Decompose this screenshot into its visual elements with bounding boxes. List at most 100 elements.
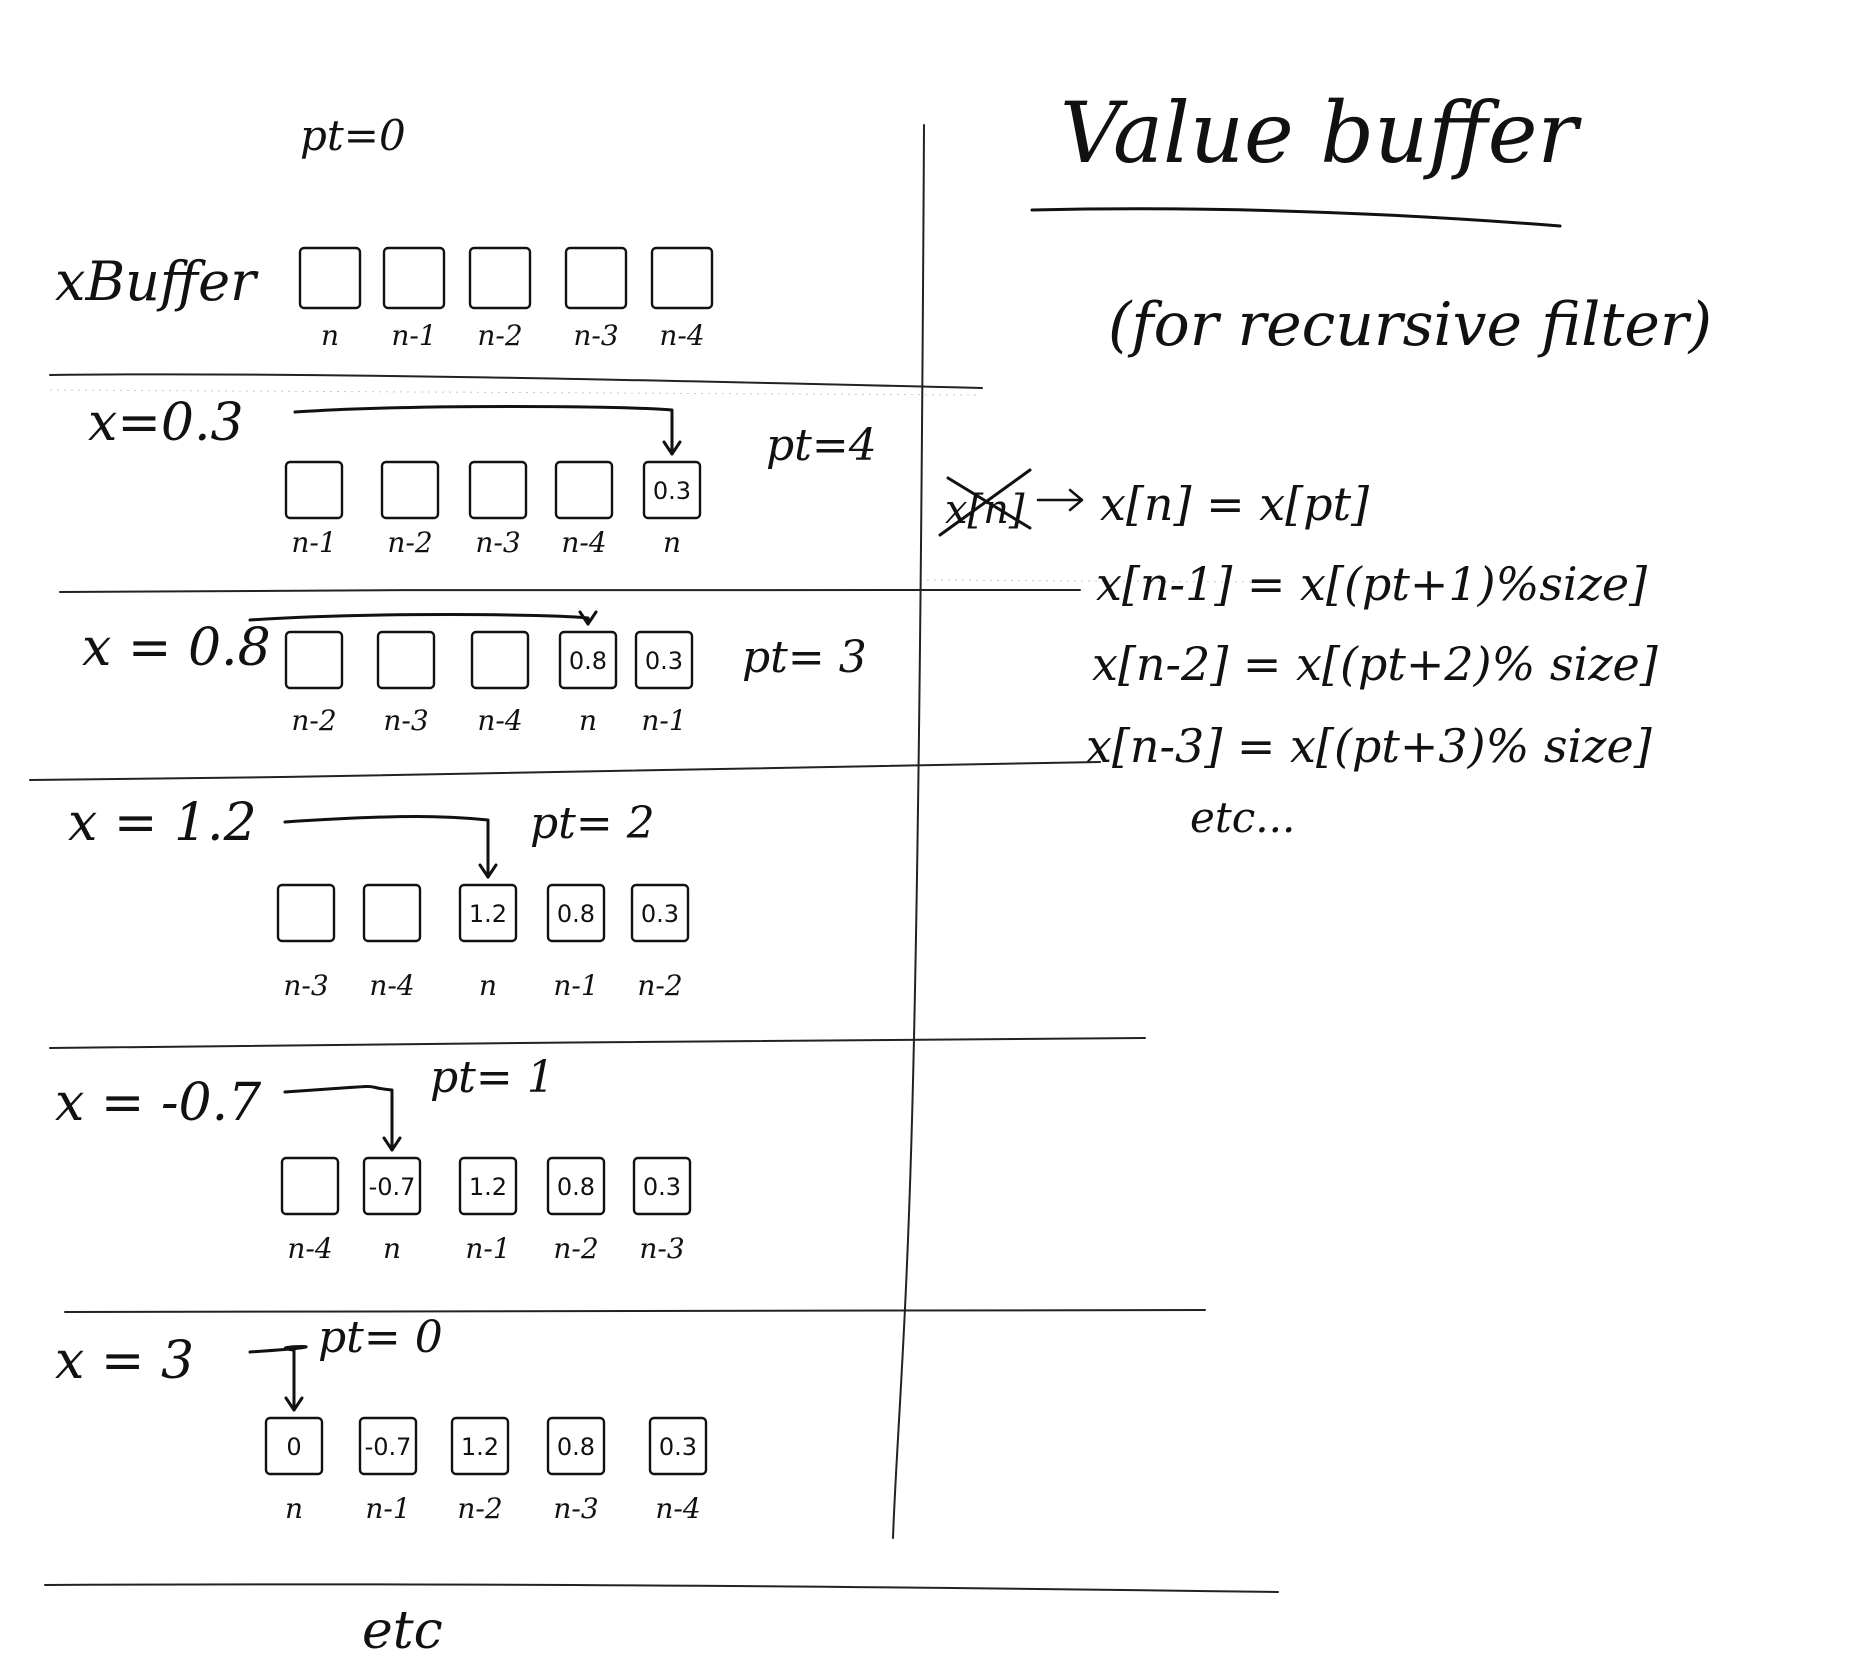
buffer-cell-value: 0.3 <box>641 900 679 928</box>
buffer-cell-value: 0.3 <box>659 1433 697 1461</box>
buffer-cell <box>630 883 690 943</box>
buffer-cell <box>362 1156 422 1216</box>
input-value-label: x = 0.8 <box>82 618 271 678</box>
diagram-subtitle: (for recursive filter) <box>1108 290 1712 360</box>
buffer-cell-index: n <box>383 1232 401 1265</box>
buffer-cell <box>468 246 532 310</box>
faint-guide-line <box>919 579 1261 583</box>
buffer-cell <box>546 883 606 943</box>
buffer-cell <box>546 1156 606 1216</box>
arrow-icon <box>1036 488 1084 512</box>
buffer-cell-index: n-1 <box>365 1492 410 1525</box>
buffer-label: xBuffer <box>55 250 259 313</box>
buffer-cell <box>284 460 344 520</box>
buffer-cell-index: n-4 <box>477 704 522 737</box>
crossed-out-formula: x[n] <box>945 487 1025 533</box>
pointer-arrow <box>248 1345 308 1412</box>
row-separator <box>64 1308 1206 1313</box>
column-divider <box>892 124 925 1539</box>
buffer-cell-value: 0 <box>286 1433 301 1461</box>
buffer-cell-index: n-3 <box>475 526 520 559</box>
buffer-cell-value: 0.3 <box>643 1173 681 1201</box>
input-value-label: x=0.3 <box>88 393 244 453</box>
buffer-cell <box>558 630 618 690</box>
input-value-label: x = 3 <box>55 1331 194 1391</box>
faint-guide-line <box>49 389 981 396</box>
buffer-cell-index: n-1 <box>291 526 336 559</box>
buffer-cell <box>470 630 530 690</box>
initial-pt-label: pt=0 <box>300 111 406 160</box>
buffer-cell-index: n <box>285 1492 303 1525</box>
buffer-cell-index: n-3 <box>553 1492 598 1525</box>
row-separator <box>44 1583 1279 1593</box>
buffer-cell-index: n-2 <box>477 319 522 352</box>
pointer-label: pt= 2 <box>530 798 655 849</box>
arrow-head-icon <box>662 440 682 456</box>
buffer-cell-index: n-2 <box>457 1492 502 1525</box>
buffer-cell-index: n <box>663 526 681 559</box>
buffer-cell-index: n-3 <box>283 969 328 1002</box>
arrow-head-icon <box>284 1396 304 1412</box>
buffer-cell <box>564 246 628 310</box>
diagram-title: Value buffer <box>1060 84 1583 182</box>
buffer-cell <box>468 460 528 520</box>
buffer-cell-index: n-3 <box>639 1232 684 1265</box>
input-value-label: x = 1.2 <box>68 793 257 853</box>
buffer-cell <box>650 246 714 310</box>
buffer-cell-index: n-1 <box>465 1232 510 1265</box>
buffer-cell <box>546 1416 606 1476</box>
input-value-label: x = -0.7 <box>55 1073 262 1133</box>
buffer-cell-value: -0.7 <box>369 1173 416 1201</box>
buffer-cell-index: n <box>321 319 339 352</box>
buffer-cell-index: n-2 <box>387 526 432 559</box>
buffer-step: x = 0.8 pt= 3 n-2 n-3 n-4 0.8 n 0.3 n-1 <box>82 610 867 737</box>
formula-line: x[n] = x[pt] <box>1100 477 1369 531</box>
buffer-cell <box>450 1416 510 1476</box>
buffer-cell-index: n-2 <box>291 704 336 737</box>
title-underline <box>1030 207 1562 228</box>
buffer-cell <box>276 883 336 943</box>
buffer-cell-value: 1.2 <box>469 900 507 928</box>
buffer-cell <box>362 883 422 943</box>
buffer-cell <box>458 883 518 943</box>
buffer-cell-index: n-4 <box>287 1232 332 1265</box>
buffer-cell-index: n-1 <box>641 704 686 737</box>
buffer-cell <box>632 1156 692 1216</box>
pointer-arrow <box>283 1085 394 1152</box>
formula-line: x[n-2] = x[(pt+2)% size] <box>1092 637 1658 691</box>
buffer-cell <box>634 630 694 690</box>
buffer-cell-value: 0.8 <box>557 900 595 928</box>
buffer-cell-value: 0.8 <box>557 1433 595 1461</box>
pointer-arrow <box>293 405 674 456</box>
arrow-head-icon <box>478 863 498 879</box>
row-separator <box>59 588 1081 593</box>
buffer-cell-index: n <box>479 969 497 1002</box>
buffer-cell-value: -0.7 <box>365 1433 412 1461</box>
buffer-cell <box>458 1156 518 1216</box>
row-separator <box>49 373 983 389</box>
buffer-cell <box>358 1416 418 1476</box>
pointer-label: pt= 0 <box>318 1312 443 1363</box>
pointer-label: pt= 3 <box>742 632 867 683</box>
buffer-cell <box>284 630 344 690</box>
strike-through-mark <box>938 468 1032 537</box>
buffer-cell <box>554 460 614 520</box>
buffer-cell-index: n <box>579 704 597 737</box>
buffer-cell <box>648 1416 708 1476</box>
buffer-cell-index: n-4 <box>561 526 606 559</box>
pointer-arrow <box>283 815 490 879</box>
buffer-cell-index: n-2 <box>637 969 682 1002</box>
buffer-cell <box>642 460 702 520</box>
buffer-cell-value: 0.3 <box>645 647 683 675</box>
arrow-head-icon <box>578 610 598 626</box>
buffer-cell-index: n-3 <box>383 704 428 737</box>
pointer-label: pt=4 <box>766 420 877 471</box>
buffer-cell-value: 0.8 <box>569 647 607 675</box>
formula-line: x[n-1] = x[(pt+1)%size] <box>1096 557 1647 611</box>
buffer-cell-index: n-3 <box>573 319 618 352</box>
formula-line: x[n-3] = x[(pt+3)% size] <box>1086 719 1652 773</box>
